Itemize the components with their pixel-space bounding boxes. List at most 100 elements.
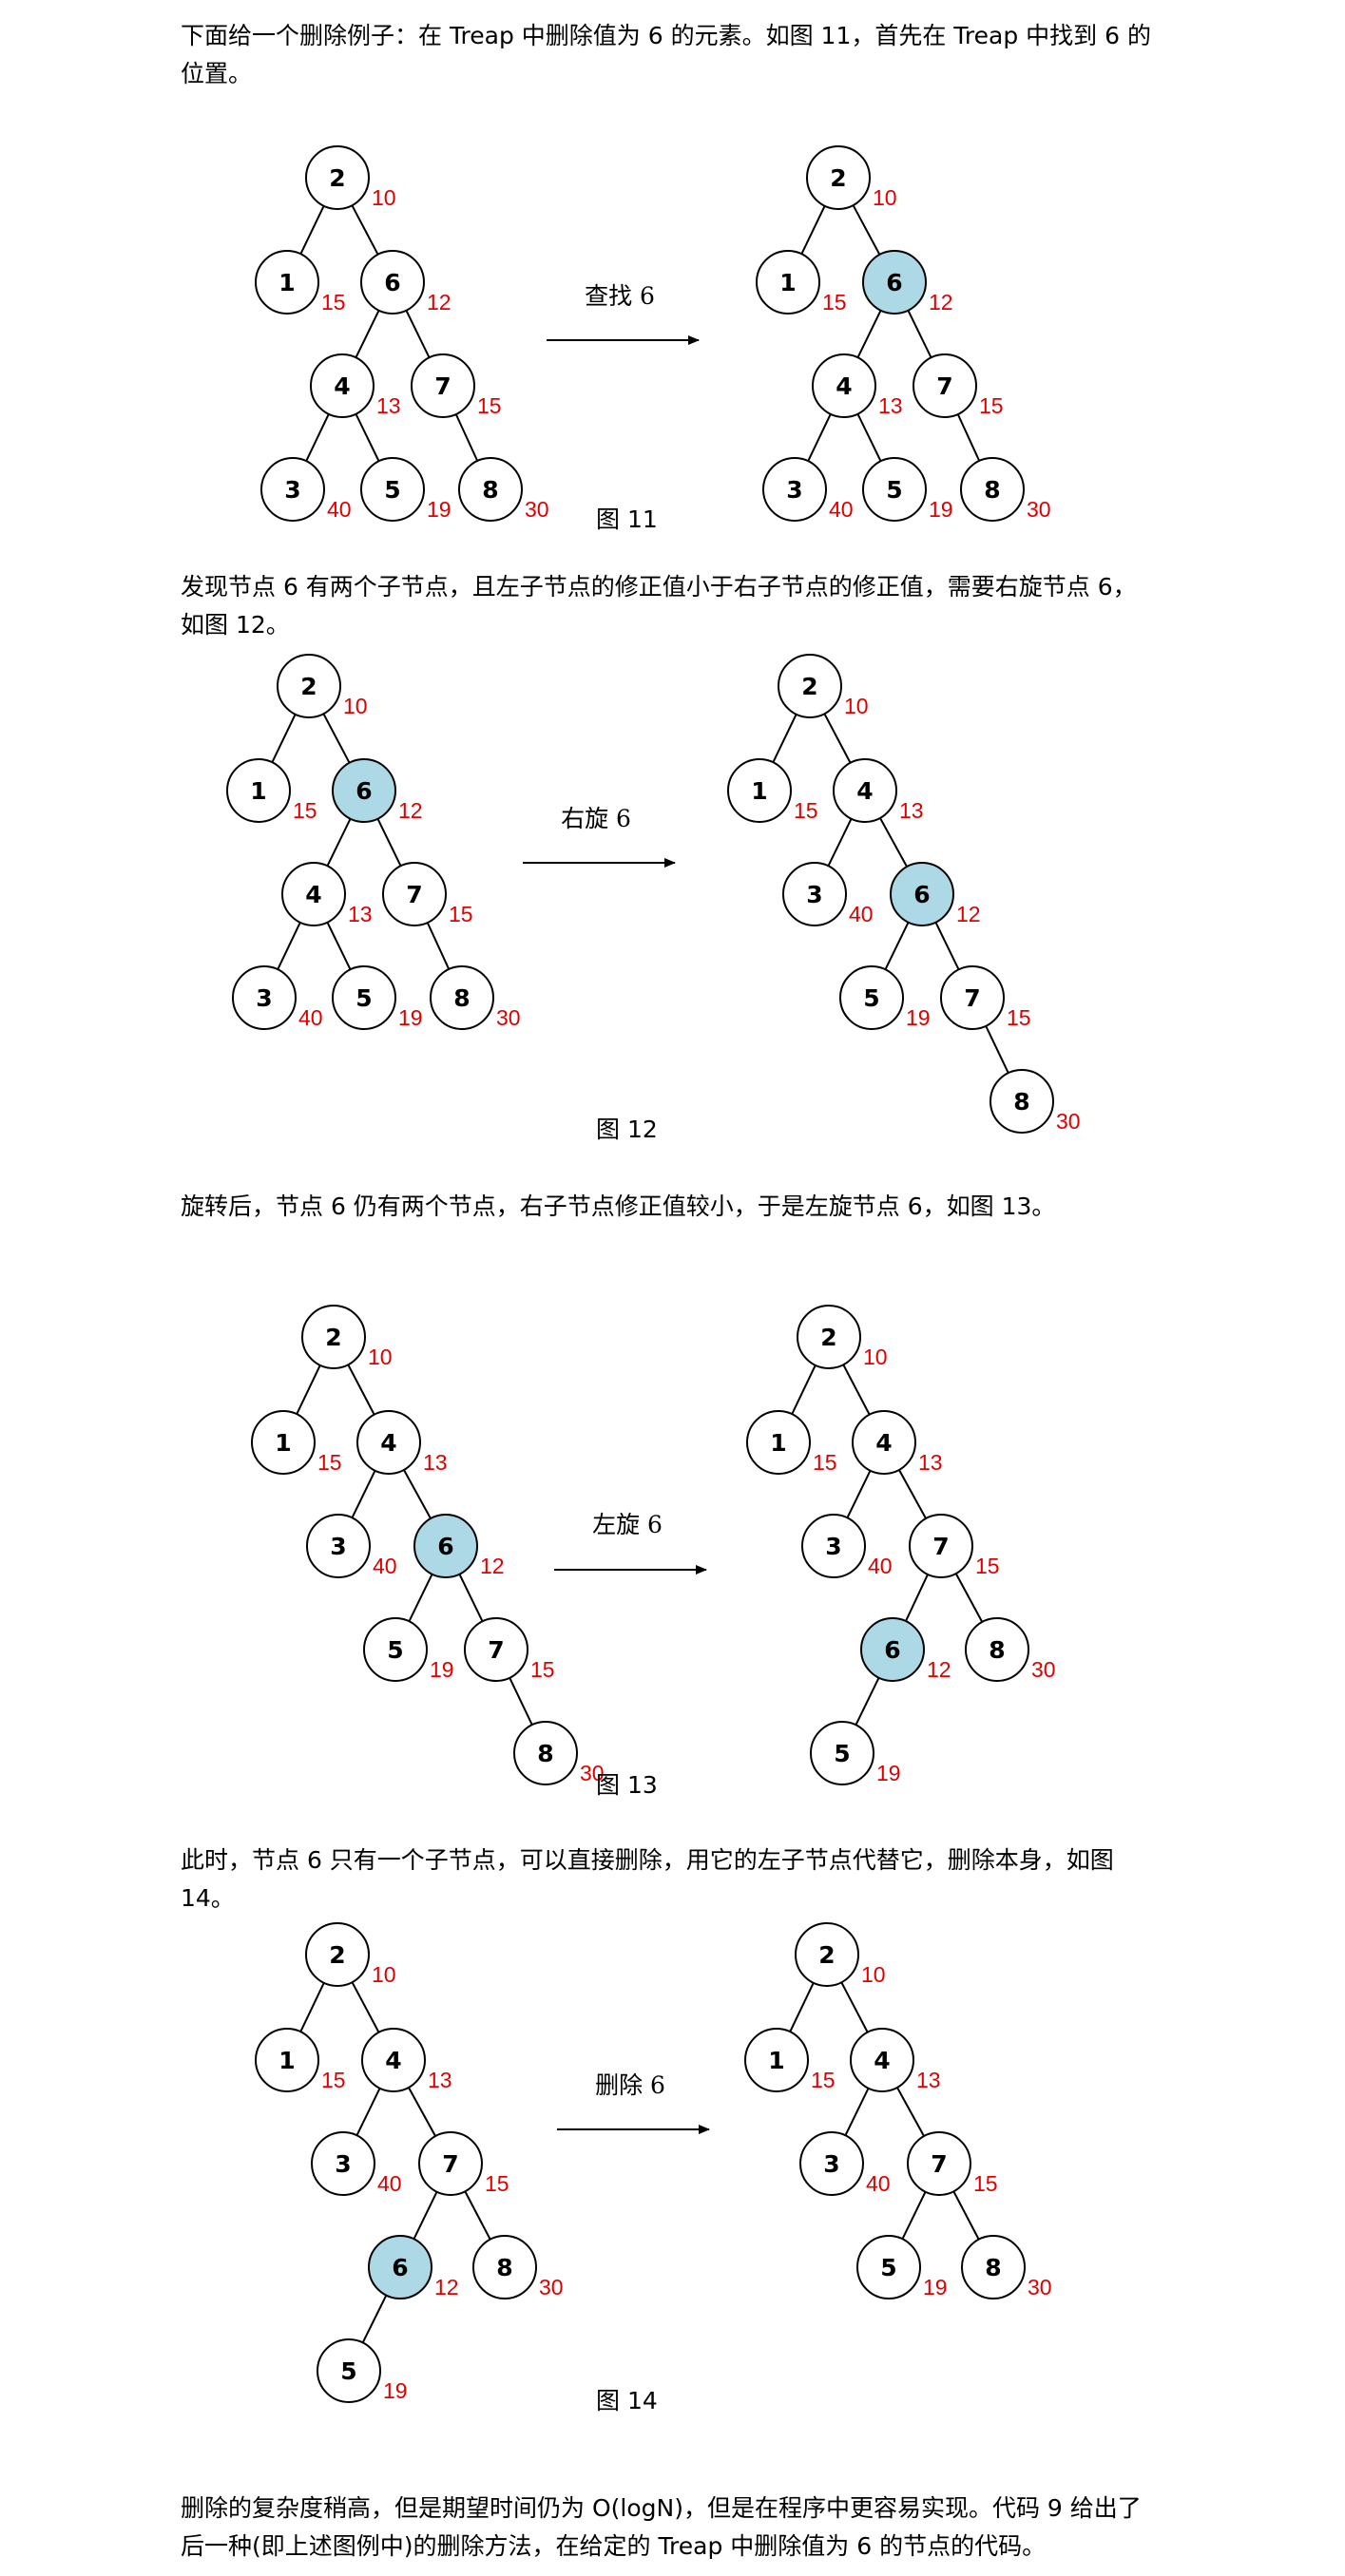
figure-13-diagram: 2101154133406125197158302101154133407156… [251,1305,1056,1785]
tree-node-2: 210 [797,1305,888,1369]
node-priority-label: 15 [477,393,502,418]
tree-edge [901,2191,927,2240]
tree-node-7: 715 [913,353,1004,418]
node-priority-label: 19 [383,2378,408,2403]
node-priority-label: 12 [929,290,953,315]
node-key-label: 1 [770,1429,786,1457]
node-key-label: 5 [384,476,400,504]
node-priority-label: 40 [327,497,352,522]
tree-node-2: 210 [305,145,396,210]
node-circle [472,2235,537,2299]
node-circle [513,1721,578,1785]
node-circle [862,457,927,522]
tree-node-6: 612 [368,2235,459,2299]
node-priority-label: 19 [923,2275,948,2299]
tree-node-3: 340 [260,457,352,522]
tree-edge [351,1470,376,1518]
tree-node-4: 413 [361,2028,452,2092]
tree-edge [896,2087,925,2137]
node-circle [850,2028,914,2092]
tree-node-8: 830 [990,1069,1081,1134]
tree-node-6: 612 [332,758,423,823]
tree-edge [827,818,853,867]
node-priority-label: 30 [539,2275,564,2299]
node-key-label: 6 [355,777,372,805]
tree-node-2: 210 [277,654,368,718]
tree-node-4: 413 [812,353,903,418]
node-priority-label: 15 [794,798,818,823]
tree-node-5: 519 [363,1617,454,1682]
node-priority-label: 30 [1031,1657,1056,1682]
node-key-label: 5 [340,2357,356,2385]
node-key-label: 7 [488,1636,504,1664]
figure-caption: 图 13 [596,1771,658,1799]
tree-edge [351,1981,380,2033]
node-circle [255,250,319,315]
node-circle [762,457,827,522]
node-priority-label: 10 [873,185,897,210]
tree-edge [296,1364,321,1415]
node-key-label: 6 [437,1533,453,1560]
node-priority-label: 12 [956,902,981,926]
node-key-label: 4 [874,2047,890,2074]
node-key-label: 7 [964,984,980,1012]
node-key-label: 4 [380,1429,396,1457]
tree-node-4: 413 [281,862,373,926]
tree-node-1: 115 [251,1410,342,1475]
node-priority-label: 15 [485,2171,509,2196]
node-priority-label: 30 [1056,1109,1081,1134]
node-key-label: 7 [406,881,422,908]
node-priority-label: 15 [822,290,847,315]
node-circle [413,1514,478,1578]
tree-edge [800,205,826,255]
tree-edge [405,310,431,358]
tree-edge [305,413,330,462]
tree-node-7: 715 [464,1617,555,1682]
tree-edge [355,413,380,462]
node-priority-label: 13 [899,798,924,823]
node-circle [756,250,820,315]
figure-caption: 图 14 [596,2387,658,2414]
node-key-label: 7 [434,372,451,400]
node-circle [332,758,396,823]
tree-edge [985,1025,1009,1074]
tree-edge [376,818,402,867]
node-priority-label: 19 [427,497,452,522]
node-key-label: 1 [279,269,295,296]
node-circle [310,353,375,418]
figure-12-diagram: 2101156124137153405198302101154133406125… [226,654,1081,1134]
tree-node-7: 7 15 [382,862,473,926]
node-circle [361,2028,426,2092]
node-priority-label: 15 [449,902,473,926]
node-circle [856,2235,921,2299]
node-priority-label: 15 [321,2068,346,2092]
node-circle [464,1617,528,1682]
node-circle [418,2131,483,2196]
node-priority-label: 40 [298,1005,323,1030]
tree-node-3: 340 [311,2131,402,2196]
node-circle [255,2028,319,2092]
tree-node-3: 340 [306,1514,397,1578]
tree-node-6: 612 [413,1514,505,1578]
node-key-label: 6 [884,1636,900,1664]
node-key-label: 5 [355,984,372,1012]
tree-edge [840,1981,869,2033]
tree-node-5: 519 [839,965,931,1030]
tree-edge [879,817,908,868]
tree-node-8: 830 [965,1617,1056,1682]
node-priority-label: 10 [863,1345,888,1369]
tree-node-1: 115 [727,758,818,823]
paragraph-intro: 下面给一个删除例子：在 Treap 中删除值为 6 的元素。如图 11，首先在 … [181,22,1151,87]
node-circle [960,457,1025,522]
node-circle [890,862,954,926]
tree-edge [458,1574,484,1622]
node-key-label: 2 [329,1941,345,1969]
tree-edge [299,1982,325,2032]
node-key-label: 6 [886,269,902,296]
tree-node-1: 115 [744,2028,836,2092]
tree-node-8: 830 [458,457,549,522]
tree-node-3: 340 [799,2131,891,2196]
node-key-label: 6 [384,269,400,296]
tree-edge [907,310,932,358]
node-key-label: 2 [830,164,846,192]
